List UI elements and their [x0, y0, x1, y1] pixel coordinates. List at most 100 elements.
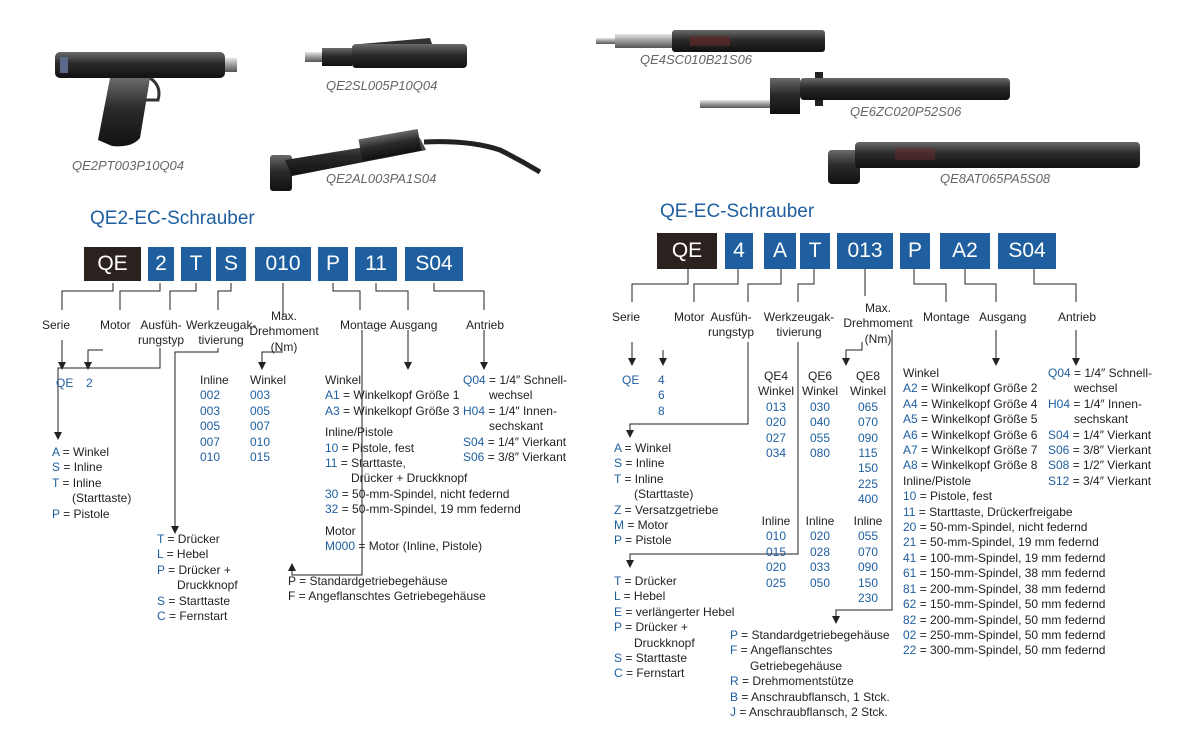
right-drive-item-code: H04 — [1048, 396, 1071, 411]
right-type-item-desc: = Winkel — [621, 441, 672, 455]
left-label-motor: Motor — [100, 318, 131, 332]
right-label-ausf: Ausfüh-rungstyp — [708, 310, 755, 340]
left-label-ausf: Ausfüh-rungstyp — [138, 318, 185, 348]
right-drive-item-4: S04 = 1/4″ Vierkant — [1048, 428, 1152, 443]
right-activation-item-0: T = Drücker — [614, 574, 734, 589]
right-motor-value-0: 4 — [658, 373, 665, 387]
right-torque-value-1-1: 040 — [809, 415, 831, 430]
right-torque-value-0-0: 013 — [765, 399, 787, 414]
right-torque-value-1-2: 055 — [809, 430, 831, 445]
left-mount-list: P = Standardgetriebegehäuse F = Angeflan… — [288, 574, 486, 604]
right-torque-header-2-0: QE8 — [855, 369, 880, 383]
left-activation-item-code: P — [157, 562, 165, 577]
right-output-winkel-item-desc: = Winkelkopf Größe 4 — [917, 396, 1038, 411]
left-output-winkel-item-desc: = Winkelkopf Größe 3 — [339, 403, 460, 418]
right-drive-item-desc: = 3/8″ Vierkant — [1069, 443, 1152, 458]
right-code-series: QE — [657, 233, 717, 269]
left-drive-item-0: Q04 = 1/4″ Schnell- — [463, 373, 567, 388]
right-title: QE-EC-Schrauber — [660, 201, 815, 222]
left-drive-item-2: H04 = 1/4″ Innen- — [463, 404, 567, 419]
right-mount-item-code: B — [730, 689, 739, 704]
left-label-antrieb: Antrieb — [466, 318, 505, 332]
left-code-mount: P — [318, 247, 348, 281]
left-type-item-desc: = Inline — [60, 460, 103, 475]
left-activation-item-5: C = Fernstart — [157, 609, 238, 624]
left-output-ip-item-desc: = Pistole, fest — [338, 440, 415, 455]
right-motor-value-2: 8 — [658, 403, 665, 418]
right-activation-item-code: S — [614, 651, 623, 666]
right-output-ip-item-code: 81 — [903, 581, 917, 596]
right-type-item-desc: = Versatzgetriebe — [621, 502, 719, 517]
left-torque-inline-value-0: 002 — [200, 388, 221, 403]
right-output-ip-item-desc: = 200-mm-Spindel, 50 mm federnd — [916, 612, 1106, 627]
right-torque-value-0-3: 034 — [765, 446, 787, 461]
right-output-ip-item-code: 11 — [903, 504, 916, 519]
right-output-ip-item-1: 11 = Starttaste, Drückerfreigabe — [903, 505, 1105, 520]
left-output-ip-item-2: Drücker + Druckknopf — [351, 471, 468, 486]
pistol-tool-image — [55, 52, 237, 147]
right-label-torque: Max.Drehmoment(Nm) — [843, 301, 913, 346]
right-torque-inline-value-0-2: 020 — [765, 560, 787, 575]
right-activation-item-desc: = Starttaste — [622, 651, 688, 666]
angle-cable-tool-image — [270, 128, 542, 191]
right-output-winkel-item-desc: = Winkelkopf Größe 2 — [917, 381, 1038, 396]
tool-caption-qe6zc: QE6ZC020P52S06 — [850, 104, 962, 119]
right-type-item-code: S — [614, 456, 623, 471]
right-torque-inline-value-1-2: 033 — [809, 560, 831, 575]
right-drive-item-7: S12 = 3/4″ Vierkant — [1048, 474, 1152, 489]
right-mount-item-code: P — [730, 628, 738, 642]
right-type-item-0: A = Winkel — [614, 441, 718, 456]
left-output-winkel-item-code: A3 — [325, 403, 340, 418]
right-output-ip-item-9: 02 = 250-mm-Spindel, 50 mm federnd — [903, 628, 1105, 643]
right-mount-item-5: J = Anschraubflansch, 2 Stck. — [730, 705, 890, 720]
right-torque-header-2-1: Winkel — [849, 384, 886, 399]
right-output-winkel-item-code: A4 — [903, 396, 918, 411]
right-drive-item-code: S04 — [1048, 427, 1070, 442]
left-output-ip-item-desc: = Starttaste, — [337, 456, 406, 471]
left-drive-item-desc: = 1/4″ Innen- — [485, 403, 557, 418]
right-torque-value-0-1: 020 — [765, 415, 787, 430]
right-torque-value-2-4: 150 — [857, 461, 879, 476]
left-drive-item-code: H04 — [463, 403, 486, 418]
left-drive-item-desc: = 1/4″ Vierkant — [484, 434, 567, 449]
left-activation-item-desc: = Drücker — [164, 532, 220, 546]
right-output-winkel-item-code: A6 — [903, 427, 918, 442]
right-label-antrieb: Antrieb — [1058, 310, 1097, 324]
right-drive-item-1: wechsel — [1074, 381, 1118, 396]
right-torque-value-0-2: 027 — [765, 430, 787, 445]
left-drive-item-code: S06 — [463, 450, 485, 465]
left-activation-item-1: L = Hebel — [157, 547, 238, 562]
right-label-serie: Serie — [612, 310, 641, 324]
right-output-winkel-item-4: A7 = Winkelkopf Größe 7 — [903, 443, 1105, 458]
right-output-winkel-item-code: A5 — [903, 412, 918, 427]
right-type-item-3: (Starttaste) — [634, 487, 694, 502]
left-code-torque: 010 — [255, 247, 311, 281]
right-activation-item-code: P — [614, 620, 622, 635]
left-type-item-4: P = Pistole — [52, 507, 131, 522]
right-torque-value-2-2: 090 — [857, 430, 879, 445]
left-output-ip-item-code: 10 — [325, 440, 339, 455]
left-output-winkel-item-0: A1 = Winkelkopf Größe 1 — [325, 388, 521, 403]
left-output-motor-item-code: M000 — [325, 539, 356, 554]
right-output-ip-item-desc: = 300-mm-Spindel, 50 mm federnd — [916, 643, 1106, 658]
right-output-winkel-item-code: A8 — [903, 458, 918, 473]
right-output-ip-item-desc: = Starttaste, Drückerfreigabe — [915, 504, 1073, 519]
right-mount-item-1: F = Angeflanschtes — [730, 643, 890, 658]
left-activation-item-desc: = Fernstart — [165, 609, 228, 624]
right-output-ip-item-5: 61 = 150-mm-Spindel, 38 mm federnd — [903, 566, 1105, 581]
right-activation-item-desc: = Drücker + — [621, 620, 688, 635]
right-type-item-6: P = Pistole — [614, 533, 718, 548]
right-output-winkel-item-desc: = Winkelkopf Größe 6 — [917, 427, 1038, 442]
left-torque-winkel-value-4: 015 — [250, 450, 271, 465]
right-torque-inline-value-0-0: 010 — [765, 529, 787, 544]
right-output-ip-item-desc: = 150-mm-Spindel, 38 mm federnd — [916, 566, 1106, 581]
right-drive-item-desc: = 3/4″ Vierkant — [1069, 473, 1152, 488]
